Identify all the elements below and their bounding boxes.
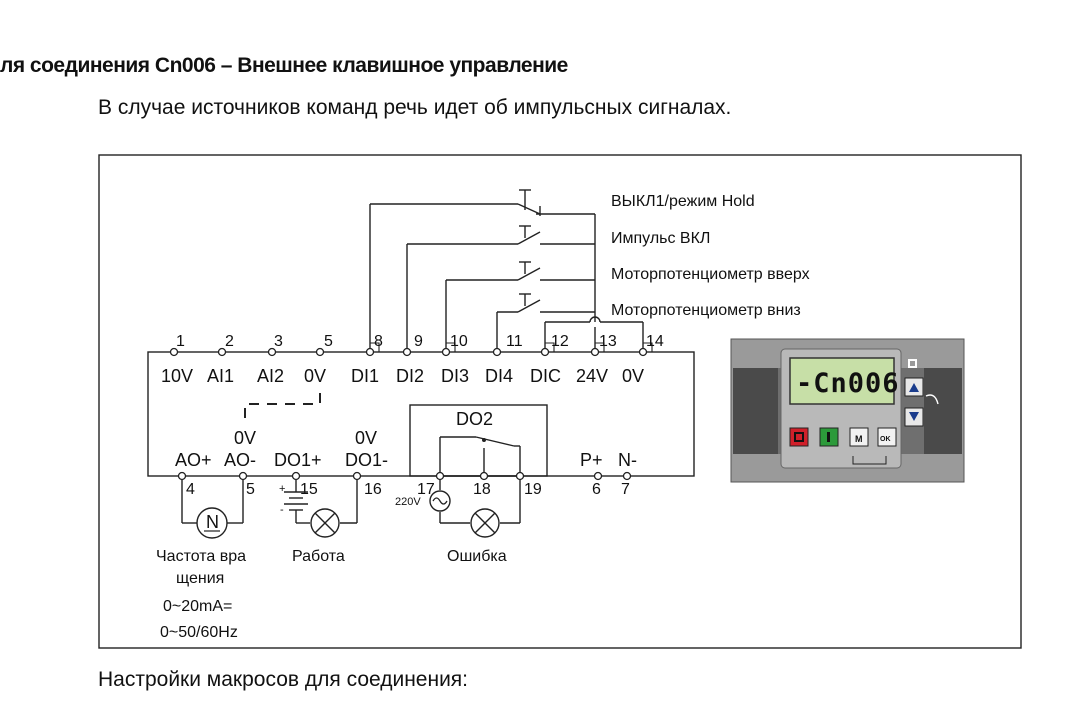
terminal-num-17: 17 xyxy=(417,481,435,498)
input-label-mop-down: Моторпотенциометр вниз xyxy=(611,302,801,319)
terminal-label-ai1: AI1 xyxy=(207,366,234,386)
terminal-num-12: 12 xyxy=(551,333,569,350)
macro-settings-caption: Настройки макросов для соединения: xyxy=(98,668,469,691)
meter-circuit xyxy=(181,480,244,524)
relay-label: DO2 xyxy=(456,409,493,429)
terminal-num-11: 11 xyxy=(506,333,523,350)
terminal-num-16: 16 xyxy=(364,481,382,498)
freq-label-3: 0~20mA= xyxy=(163,598,232,615)
relay-contact xyxy=(439,436,521,477)
run-lamp-circuit xyxy=(284,480,358,524)
diagram-frame xyxy=(98,154,1022,649)
terminal-num-2: 2 xyxy=(225,333,234,350)
freq-label-1: Частота вра xyxy=(156,548,246,565)
input-switches xyxy=(369,189,644,352)
terminal-num-5b: 5 xyxy=(246,481,255,498)
input-label-mop-up: Моторпотенциометр вверх xyxy=(611,266,810,283)
terminal-num-4: 4 xyxy=(186,481,195,498)
ok-button[interactable] xyxy=(877,427,897,447)
terminal-label-dic: DIC xyxy=(530,366,561,386)
terminal-num-19: 19 xyxy=(524,481,542,498)
intro-text: В случае источников команд речь идет об … xyxy=(98,96,732,119)
error-lamp-symbol xyxy=(470,508,500,538)
terminal-num-5: 5 xyxy=(324,333,333,350)
terminal-label-di3: DI3 xyxy=(441,366,469,386)
lcd-display xyxy=(789,357,895,405)
freq-label-4: 0~50/60Hz xyxy=(160,624,238,641)
terminal-num-9: 9 xyxy=(414,333,423,350)
terminal-num-15: 15 xyxy=(300,481,318,498)
terminal-num-7: 7 xyxy=(621,481,630,498)
terminal-label-ao-minus: AO- xyxy=(224,450,256,470)
terminal-label-24v: 24V xyxy=(576,366,608,386)
terminal-label-di4: DI4 xyxy=(485,366,513,386)
terminal-label-10v: 10V xyxy=(161,366,193,386)
terminal-num-3: 3 xyxy=(274,333,283,350)
terminal-label-ai2: AI2 xyxy=(257,366,284,386)
m-button[interactable] xyxy=(849,427,869,447)
lcd-display-text: -Cn006 xyxy=(796,368,900,399)
terminal-sub-0v-do1: 0V xyxy=(355,428,377,448)
input-label-pulse-on: Импульс ВКЛ xyxy=(611,230,710,247)
input-label-off1: ВЫКЛ1/режим Hold xyxy=(611,193,755,210)
terminal-num-6: 6 xyxy=(592,481,601,498)
internal-0v-link xyxy=(244,386,321,418)
off-button[interactable] xyxy=(789,427,809,447)
terminal-label-0v: 0V xyxy=(304,366,326,386)
terminal-num-10: 10 xyxy=(450,333,468,350)
terminal-label-di2: DI2 xyxy=(396,366,424,386)
svg-text:+: + xyxy=(279,483,285,495)
freq-label-2: щения xyxy=(176,570,224,587)
svg-text:-: - xyxy=(280,504,284,516)
ok-button-label: OK xyxy=(880,436,891,443)
terminal-label-di1: DI1 xyxy=(351,366,379,386)
terminal-num-18: 18 xyxy=(473,481,491,498)
terminal-num-13: 13 xyxy=(599,333,617,350)
error-label: Ошибка xyxy=(447,548,507,565)
terminal-sub-0v-ao: 0V xyxy=(234,428,256,448)
terminal-num-8: 8 xyxy=(374,333,383,350)
terminal-label-ao-plus: AO+ xyxy=(175,450,212,470)
voltage-label: 220V xyxy=(395,496,421,508)
section-heading: ля соединения Cn006 – Внешнее клавишное … xyxy=(0,54,568,77)
terminal-num-1: 1 xyxy=(176,333,185,350)
top-terminal-circles xyxy=(169,347,648,357)
terminal-label-do1-minus: DO1- xyxy=(345,450,388,470)
run-lamp-symbol xyxy=(310,508,340,538)
bottom-terminal-circles xyxy=(177,471,632,481)
terminal-label-do1-plus: DO1+ xyxy=(274,450,322,470)
meter-symbol-letter: N xyxy=(206,512,219,532)
terminal-label-0v-2: 0V xyxy=(622,366,644,386)
terminal-label-n-minus: N- xyxy=(618,450,637,470)
terminal-num-14: 14 xyxy=(646,333,664,350)
m-button-label: M xyxy=(855,434,863,444)
operator-panel: -Cn006 M OK xyxy=(730,338,965,483)
terminal-label-p-plus: P+ xyxy=(580,450,603,470)
error-lamp-circuit xyxy=(439,480,521,524)
run-label: Работа xyxy=(292,548,345,565)
